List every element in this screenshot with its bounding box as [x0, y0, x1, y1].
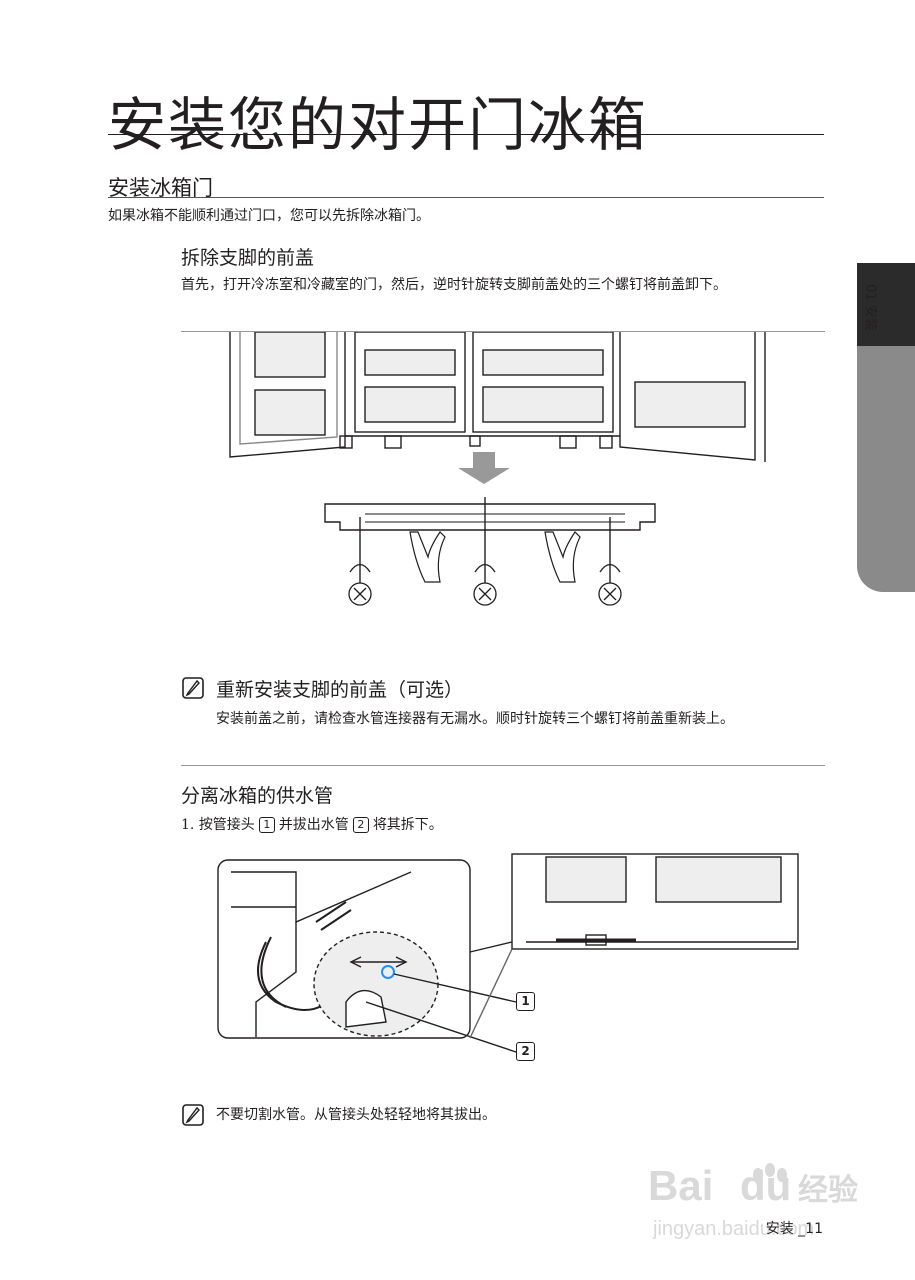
watermark-brand: Bai [648, 1162, 713, 1209]
water-pipe-illustration [217, 853, 799, 1053]
watermark-url: jingyan.baidu.com [652, 1218, 814, 1240]
note-icon-warning [182, 1104, 204, 1126]
water-supply-heading: 分离冰箱的供水管 [181, 785, 334, 807]
page-footer: 安装 _11 [766, 1218, 823, 1238]
title-divider [108, 134, 824, 135]
callout-badge-1: 1 [258, 817, 275, 833]
watermark-cn: 经验 [798, 1173, 858, 1207]
reinstall-divider [181, 765, 825, 766]
callout-badge-2: 2 [352, 817, 369, 833]
warning-text: 不要切割水管。从管接头处轻轻地将其拔出。 [216, 1107, 496, 1123]
side-tab-label: 01 安装 [862, 284, 878, 331]
remove-cover-text: 首先，打开冷冻室和冷藏室的门，然后，逆时针旋转支脚前盖处的三个螺钉将前盖卸下。 [181, 277, 727, 293]
section-heading: 安装冰箱门 [108, 176, 213, 200]
callout-label-2: 2 [516, 1042, 535, 1061]
callout-label-1: 1 [516, 992, 535, 1011]
section-divider [108, 197, 824, 198]
base-cover-illustration [229, 332, 766, 606]
step-text-1: 按管接头 [198, 817, 255, 833]
footer-page-number: _11 [798, 1221, 823, 1237]
remove-cover-heading: 拆除支脚的前盖 [181, 247, 315, 269]
note-icon [182, 677, 204, 699]
reinstall-heading: 重新安装支脚的前盖（可选） [216, 679, 464, 701]
step-text-3: 将其拆下。 [372, 817, 443, 833]
footer-section: 安装 [765, 1221, 794, 1237]
step-number: 1. [181, 817, 195, 833]
reinstall-text: 安装前盖之前，请检查水管连接器有无漏水。顺时针旋转三个螺钉将前盖重新装上。 [216, 711, 734, 727]
side-tab-strip [838, 263, 857, 592]
side-tab-background [857, 346, 915, 592]
section-intro: 如果冰箱不能顺利通过门口，您可以先拆除冰箱门。 [108, 208, 430, 224]
side-tab-active [857, 263, 915, 346]
page-title: 安装您的对开门冰箱 [108, 91, 649, 159]
baidu-jingyan-watermark: Bai du 经验 jingyan.baidu.com [648, 1162, 858, 1240]
step-text-2: 并拔出水管 [278, 817, 349, 833]
